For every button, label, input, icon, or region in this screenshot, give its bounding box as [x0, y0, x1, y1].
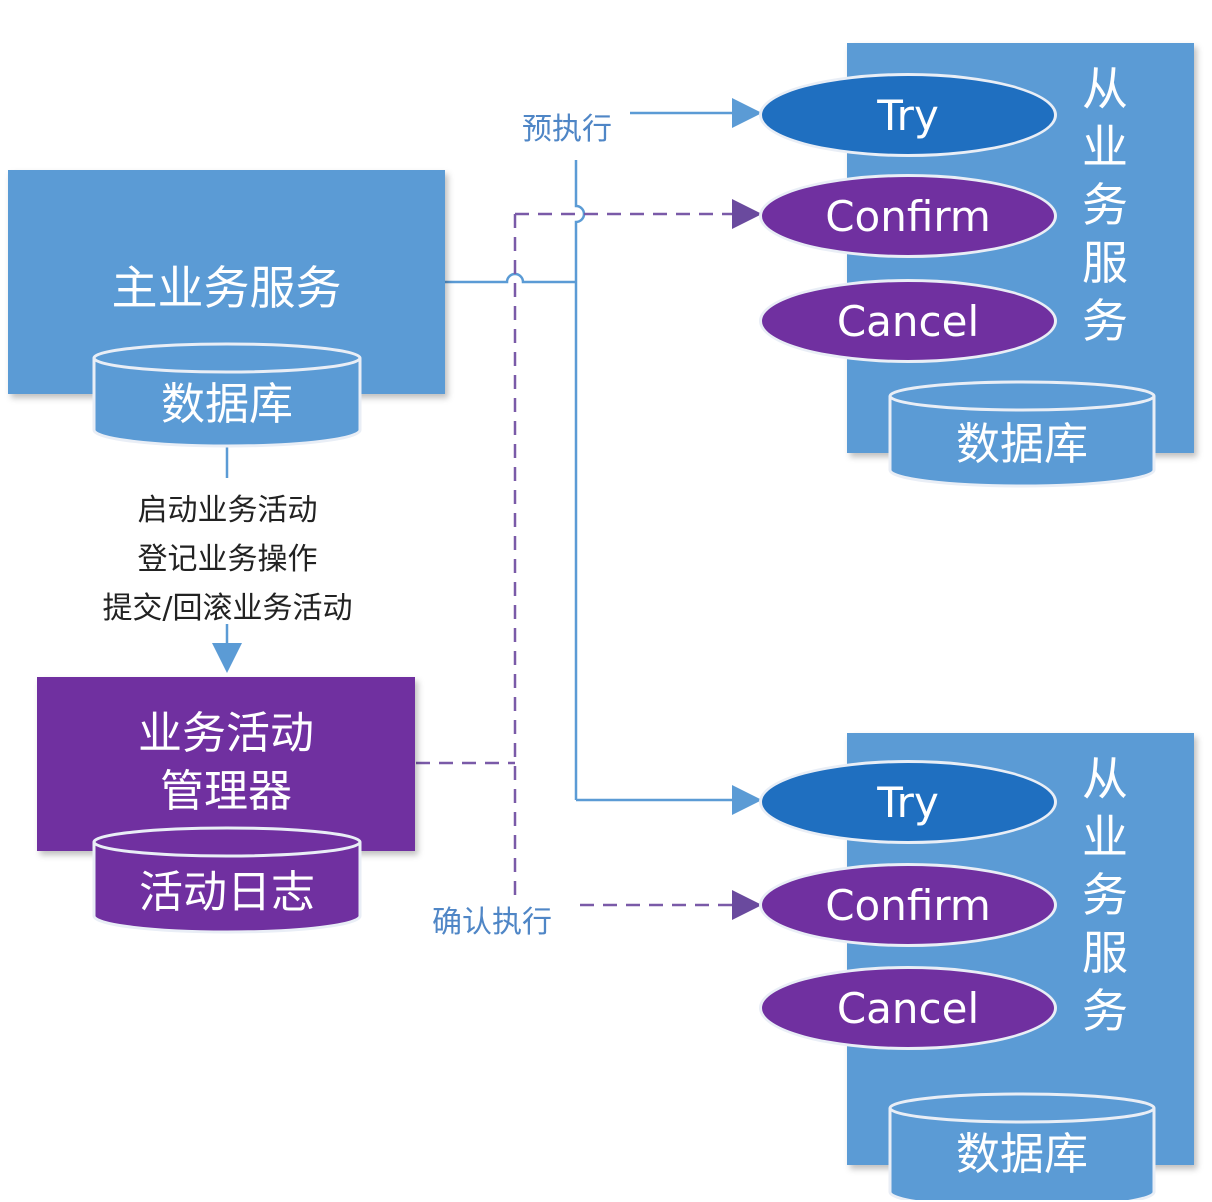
bottom-confirm-label: Confirm	[825, 880, 991, 930]
manager-line1: 业务活动	[138, 708, 314, 759]
slave-service-top-title: 从业务服务	[1082, 62, 1128, 348]
bottom-try-label: Try	[877, 777, 939, 827]
pre-exec-label: 预执行	[522, 104, 612, 148]
top-try-oval: Try	[759, 73, 1057, 157]
top-try-label: Try	[877, 90, 939, 140]
bottom-slave-db-cylinder	[888, 1092, 1156, 1200]
top-cancel-oval: Cancel	[759, 279, 1057, 363]
slave-service-bottom-title: 从业务服务	[1082, 752, 1128, 1038]
step-register: 登记业务操作	[137, 542, 318, 577]
top-slave-db-label: 数据库	[956, 419, 1088, 470]
main-db-label: 数据库	[161, 379, 293, 430]
main-service-title: 主业务服务	[111, 261, 342, 315]
bottom-confirm-oval: Confirm	[759, 863, 1057, 947]
activity-manager-box	[37, 677, 415, 851]
bottom-try-oval: Try	[759, 760, 1057, 844]
activity-log-label: 活动日志	[139, 867, 315, 918]
steps-text: 启动业务活动 登记业务操作 提交/回滚业务活动	[0, 486, 455, 633]
top-cancel-label: Cancel	[836, 296, 980, 346]
activity-manager-label: 业务活动 管理器	[37, 705, 415, 821]
bottom-cancel-oval: Cancel	[759, 966, 1057, 1050]
manager-line2: 管理器	[160, 766, 292, 817]
main-db-cylinder	[92, 342, 362, 448]
bottom-cancel-label: Cancel	[836, 983, 980, 1033]
trunk-line	[574, 160, 586, 800]
top-slave-db-cylinder	[888, 380, 1156, 488]
top-confirm-label: Confirm	[825, 191, 991, 241]
step-start: 启动业务活动	[137, 493, 318, 528]
main-to-trunk-line	[445, 272, 576, 284]
top-confirm-oval: Confirm	[759, 174, 1057, 258]
confirm-exec-label: 确认执行	[432, 897, 552, 941]
step-commit-rollback: 提交/回滚业务活动	[102, 591, 353, 626]
bottom-slave-db-label: 数据库	[956, 1129, 1088, 1180]
activity-log-cylinder	[92, 826, 362, 934]
